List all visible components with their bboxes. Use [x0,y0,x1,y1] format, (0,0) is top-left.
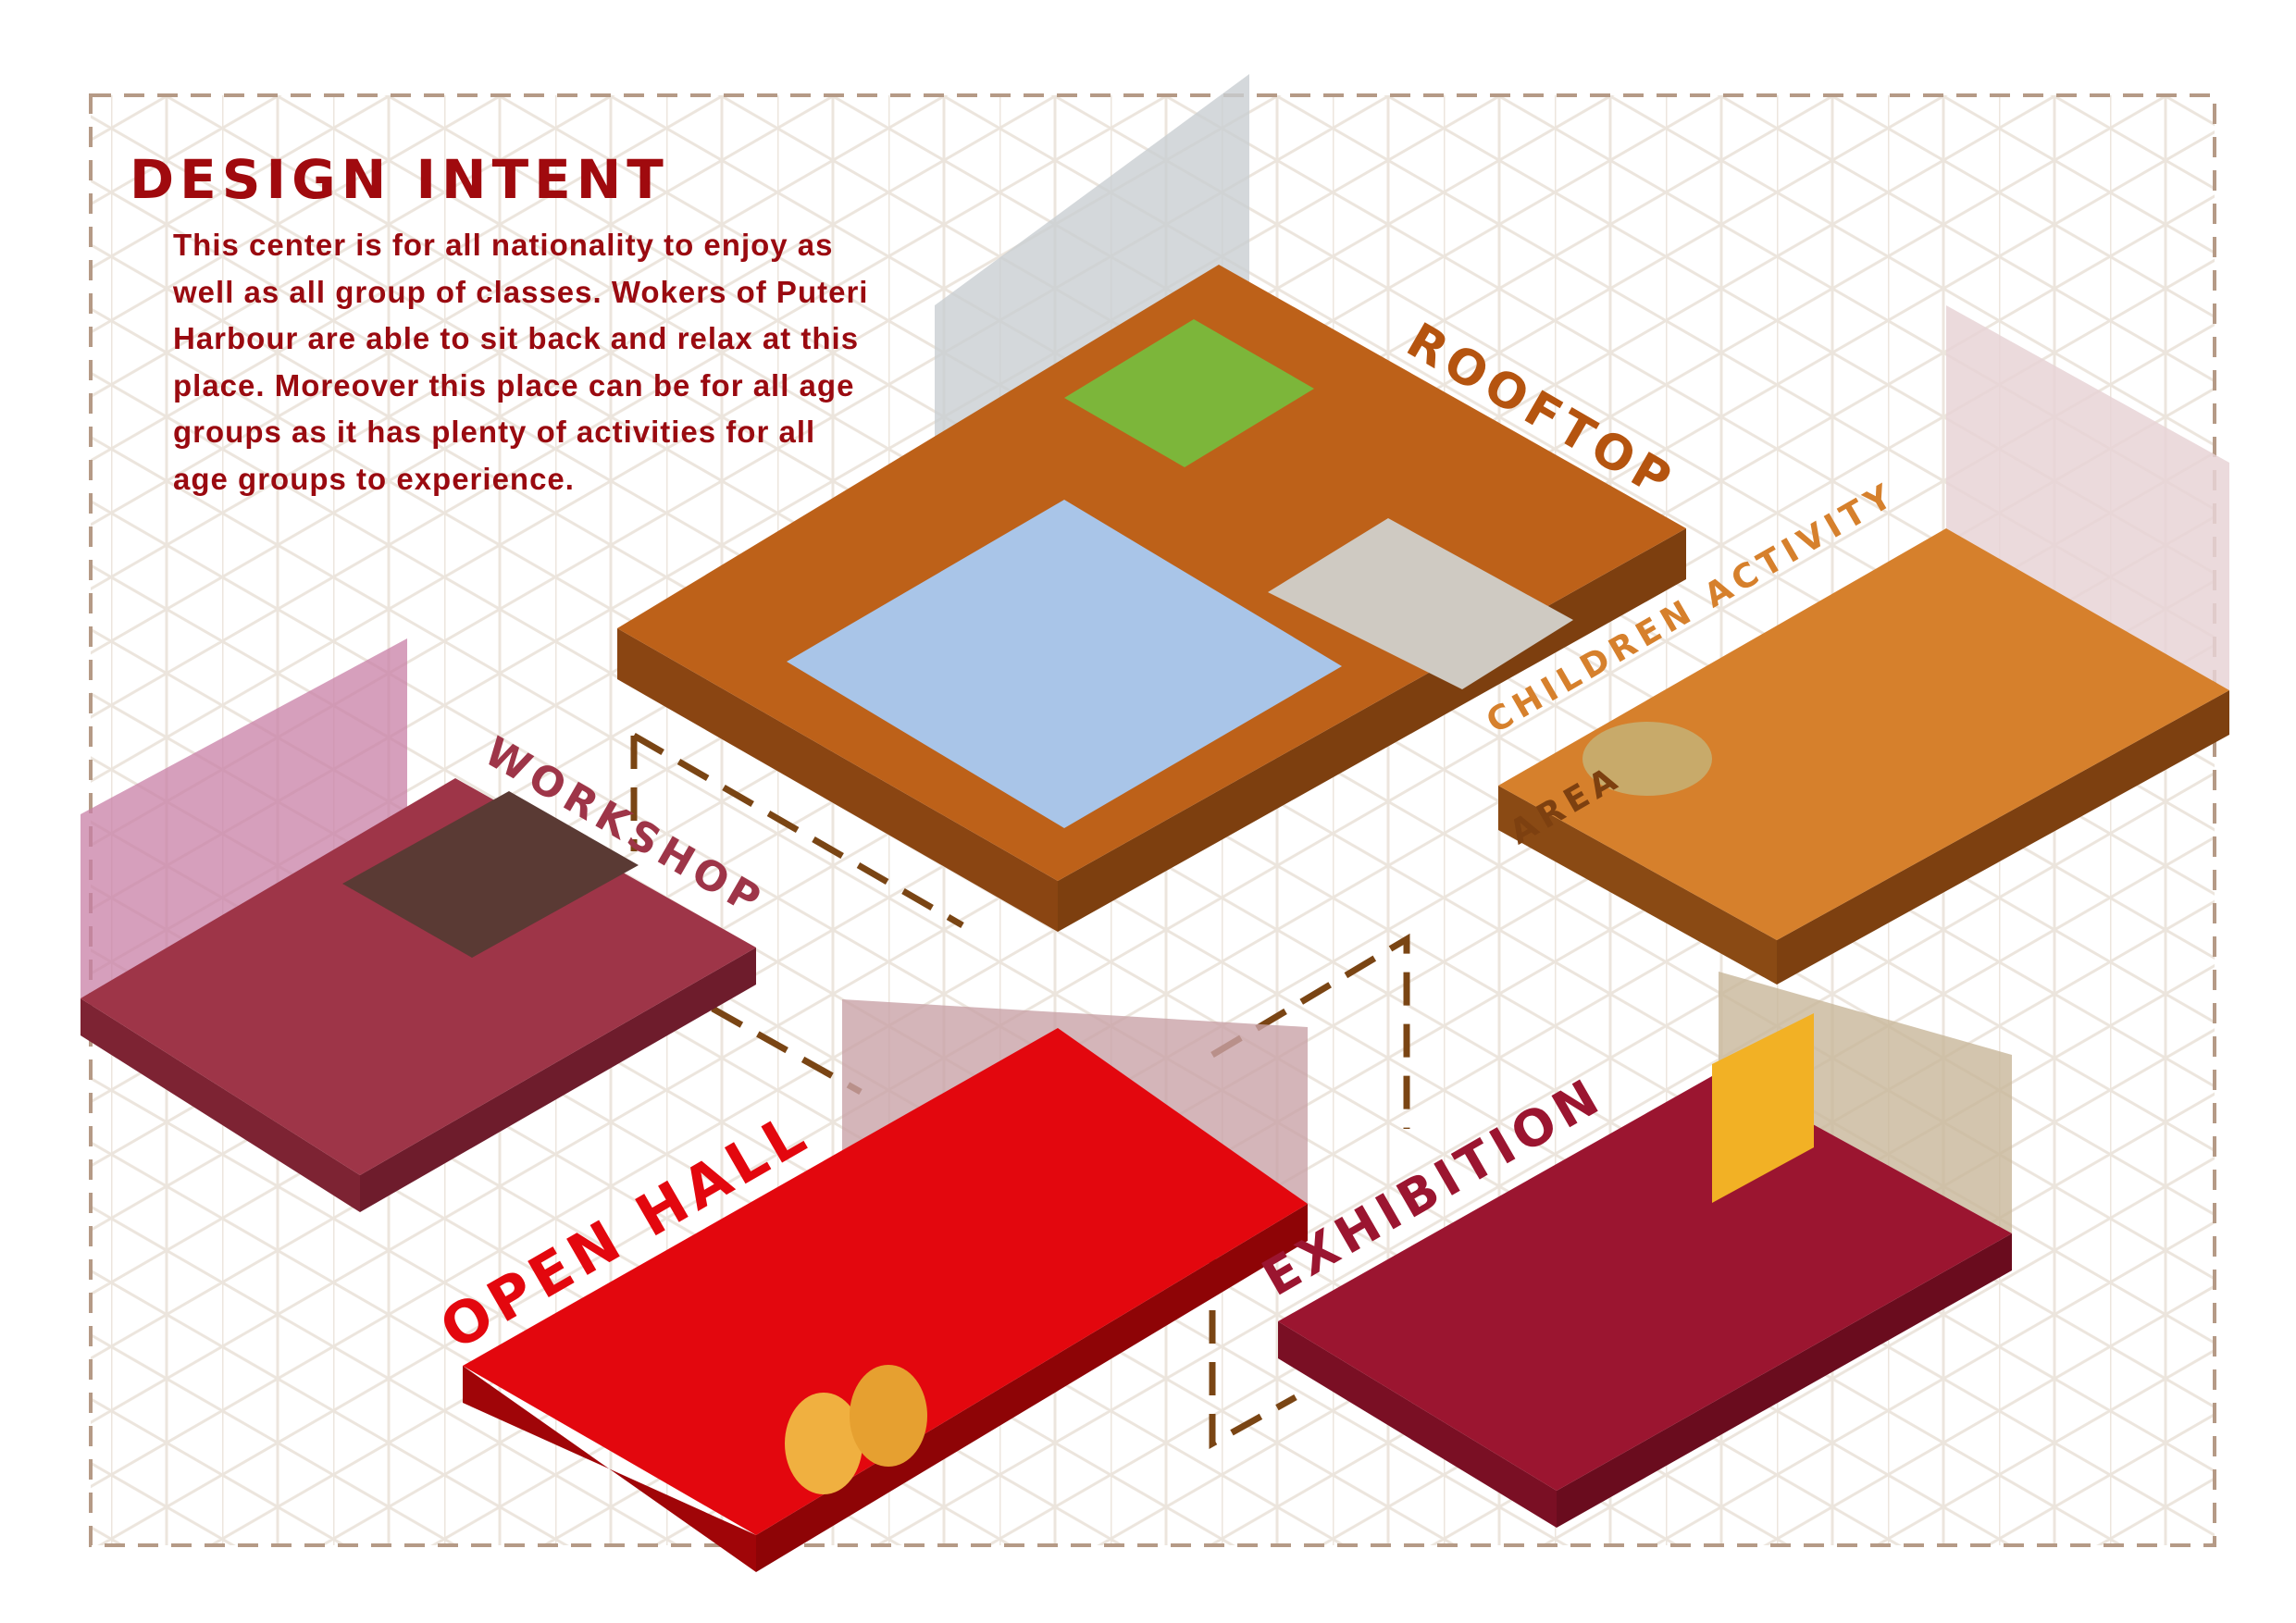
seminar-stage [342,791,639,958]
intro-line: Harbour are able to sit back and relax a… [173,321,860,355]
skatepark-area [787,500,1342,828]
garden-plaza [1268,518,1573,689]
intro-line: well as all group of classes. Wokers of … [173,274,869,309]
exhibition-booth [1712,1013,1814,1203]
basket [1582,722,1712,796]
children-activity-slab [1498,305,2229,985]
dashed-border [89,93,2216,1547]
intro-line: place. Moreover this place can be for al… [173,367,855,403]
workshop-slab [81,638,756,1212]
fan-mural [1946,305,2229,690]
circulation-connectors [630,732,1410,1449]
hedge-maze [1064,319,1314,467]
open-hall-slab [463,999,1308,1572]
connector-rooftop-hall [630,732,964,1096]
theatre-masks [785,1393,863,1494]
intro-line: groups as it has plenty of activities fo… [173,415,816,449]
connector-hall-exhibition [1209,933,1410,1449]
exhibition-slab [1278,972,2012,1528]
intro-paragraph: This center is for all nationality to en… [173,222,913,502]
intro-line: age groups to experience. [173,461,575,496]
batik-mural [81,638,407,998]
rooftop-slab [617,74,1686,932]
intro-line: This center is for all nationality to en… [173,228,834,262]
page-title: DESIGN INTENT [130,148,669,211]
